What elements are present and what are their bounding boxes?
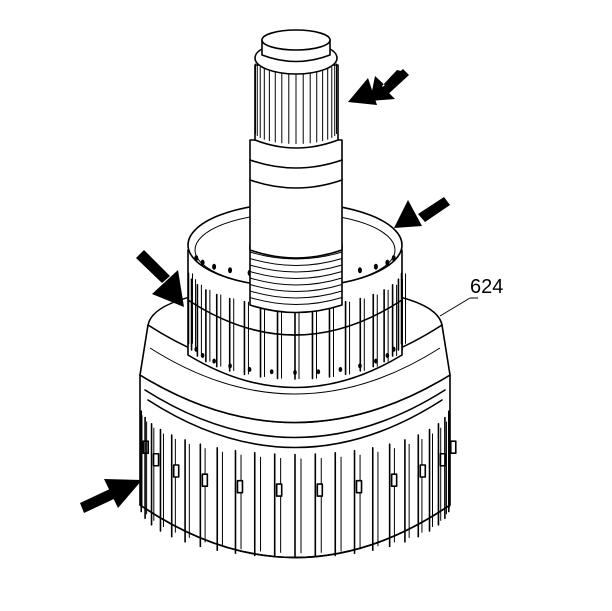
hub-collar <box>187 202 403 389</box>
callout-624: 624 <box>439 276 503 317</box>
hub-hole <box>228 267 233 274</box>
hub-hole <box>212 358 216 364</box>
shaft-thread <box>249 277 343 286</box>
hub-hole <box>385 353 390 359</box>
drum-teeth <box>140 410 457 559</box>
drum-slot <box>172 464 180 478</box>
shaft-spline-arrow-icon <box>348 69 409 105</box>
drum-slot <box>316 483 324 497</box>
drum-slot <box>355 479 363 494</box>
shaft-thread <box>249 271 343 279</box>
hub-hole <box>357 267 362 274</box>
hub-hole <box>212 263 217 270</box>
hub-hole <box>385 259 390 266</box>
hub-hole <box>391 346 396 352</box>
drum-teeth-arrow-icon <box>80 479 142 513</box>
callout-label-624: 624 <box>470 276 503 298</box>
hub-hole <box>338 367 343 373</box>
left-hub-arrow-icon <box>136 250 184 307</box>
shaft-thread <box>249 297 343 305</box>
hub-hole <box>194 255 199 262</box>
drum-slot <box>449 440 457 455</box>
shaft-thread <box>249 284 343 292</box>
shaft-thread <box>249 258 343 266</box>
drum-slot <box>152 452 160 467</box>
hub-hole <box>358 363 362 369</box>
drum-slot <box>275 483 283 497</box>
hub-hole <box>316 369 321 375</box>
shaft-thread <box>249 264 343 273</box>
drum-slot <box>236 479 244 494</box>
input-shaft <box>249 29 343 314</box>
hub-hole <box>293 370 297 375</box>
hub-hole <box>374 358 378 364</box>
hub-hole <box>373 263 378 270</box>
shaft-thread <box>249 290 343 299</box>
hub-hole <box>391 255 396 262</box>
hub-hole <box>200 259 205 266</box>
drum-slot <box>390 473 398 487</box>
drum-slot <box>201 473 209 487</box>
shaft-thread <box>249 251 343 260</box>
hub-hole <box>228 363 232 369</box>
hub-splines <box>187 272 407 380</box>
hub-hole <box>194 346 199 352</box>
hub-hole <box>200 353 205 359</box>
hub-hole <box>269 369 274 375</box>
drum-slot <box>419 464 427 478</box>
hub-hole <box>247 367 252 373</box>
upper-hub-arrow-icon <box>394 197 450 228</box>
